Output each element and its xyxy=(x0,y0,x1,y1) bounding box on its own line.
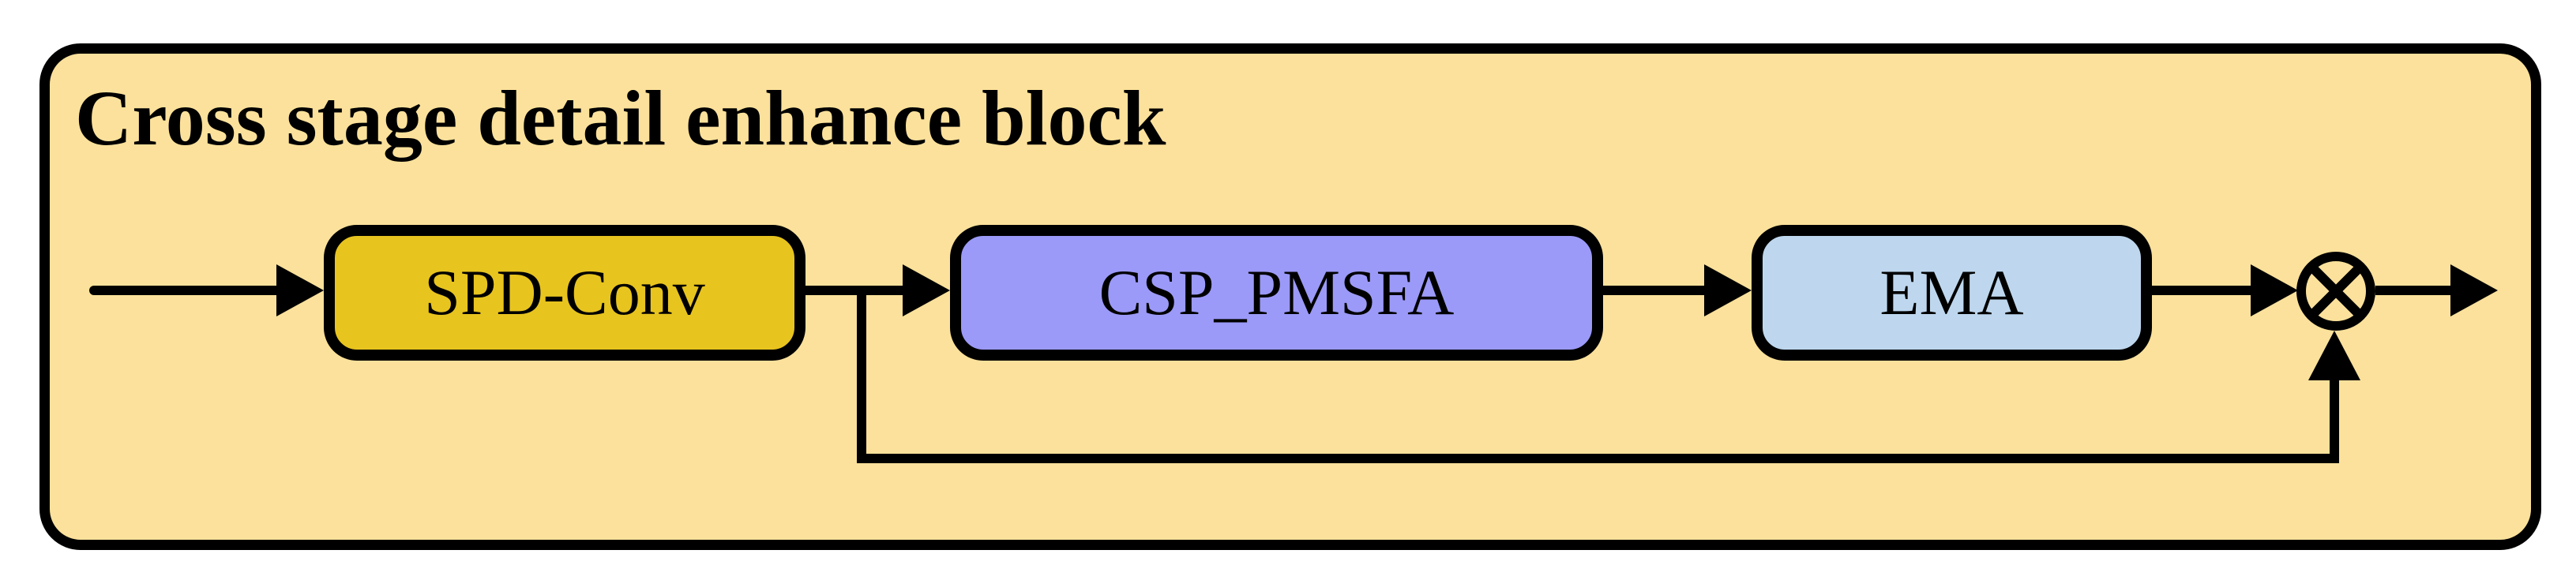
block-title: Cross stage detail enhance block xyxy=(75,74,1166,162)
node-ema-label: EMA xyxy=(1879,256,2024,328)
node-csp-pmsfa-label: CSP_PMSFA xyxy=(1098,256,1455,328)
node-spd-conv-label: SPD-Conv xyxy=(424,256,705,328)
node-spd-conv: SPD-Conv xyxy=(324,225,805,361)
node-ema: EMA xyxy=(1752,225,2152,361)
node-csp-pmsfa: CSP_PMSFA xyxy=(950,225,1603,361)
